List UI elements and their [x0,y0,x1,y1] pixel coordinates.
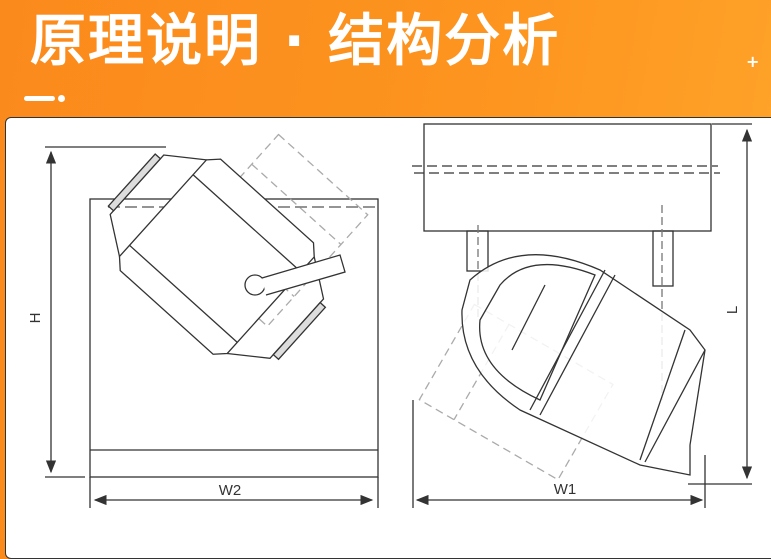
height-label: H [27,313,44,324]
mixer-structure-diagram: H W2 L W1 [27,123,753,508]
tilted-drum [107,153,327,361]
width-w1-label: W1 [554,481,577,498]
length-label: L [724,306,741,314]
decorative-dot [58,95,65,102]
width-w2-label: W2 [219,482,242,499]
decorative-bar [24,96,55,101]
tilted-drum-right [461,254,706,476]
right-view [412,123,753,508]
plus-icon: + [746,52,760,71]
right-support [652,230,674,287]
page-title: 原理说明 · 结构分析 [30,9,561,74]
top-housing [423,123,712,232]
drive-arm [261,254,346,296]
left-view [45,133,379,508]
